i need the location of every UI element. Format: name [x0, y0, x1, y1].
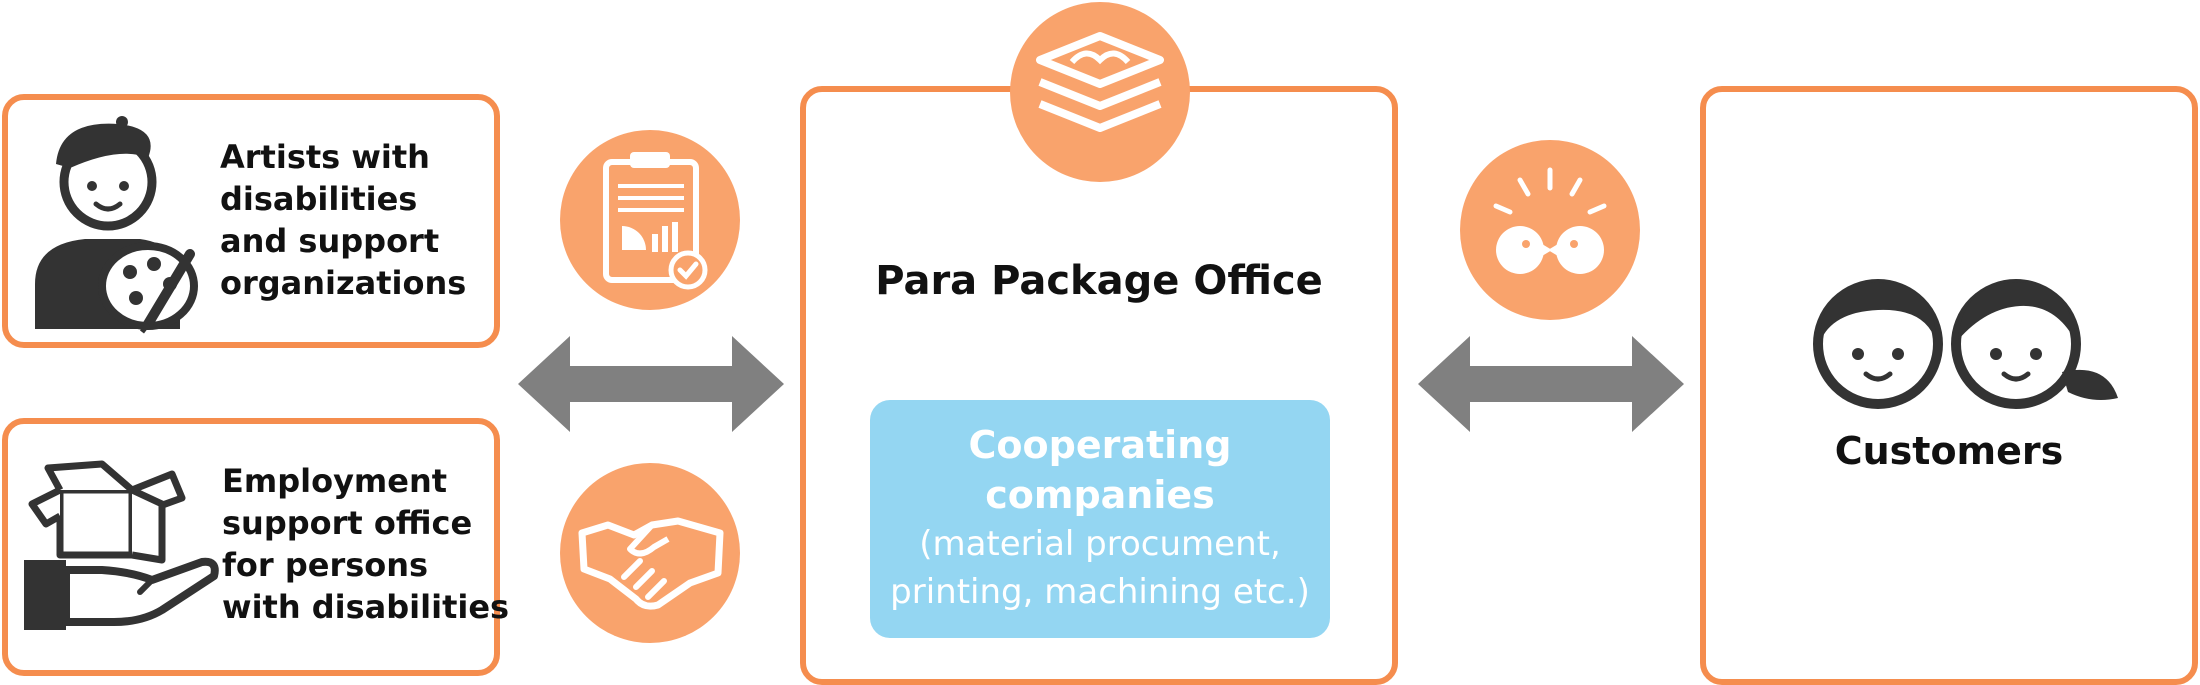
- conversation-icon: [1493, 167, 1607, 274]
- handshake-circle: [560, 463, 740, 643]
- clipboard-report-icon: [603, 152, 708, 290]
- cooperating-detail: (material procument, printing, machining…: [890, 524, 1310, 612]
- office-title: Para Package Office: [875, 258, 1323, 304]
- clipboard-report-circle: [560, 130, 740, 310]
- customers-label: Customers: [1834, 429, 2064, 473]
- cooperating-companies-box: Cooperating companies (material procumen…: [870, 400, 1330, 638]
- conversation-circle: [1460, 140, 1640, 320]
- artist-with-palette-icon: [35, 116, 198, 334]
- artists-label: Artists with disabilities and support or…: [220, 138, 467, 302]
- layers-circle: [1010, 2, 1190, 182]
- two-faces-icon: [1813, 279, 2118, 409]
- cooperating-title: Cooperating companies: [968, 423, 1232, 517]
- customers-box: [1700, 86, 2198, 685]
- handshake-icon: [578, 517, 724, 610]
- employment-office-label: Employment support office for persons wi…: [222, 462, 510, 626]
- double-arrow-left: [518, 336, 784, 432]
- double-arrow-right: [1418, 336, 1684, 432]
- stacked-layers-icon: [1036, 32, 1164, 132]
- box-on-hand-icon: [24, 460, 219, 630]
